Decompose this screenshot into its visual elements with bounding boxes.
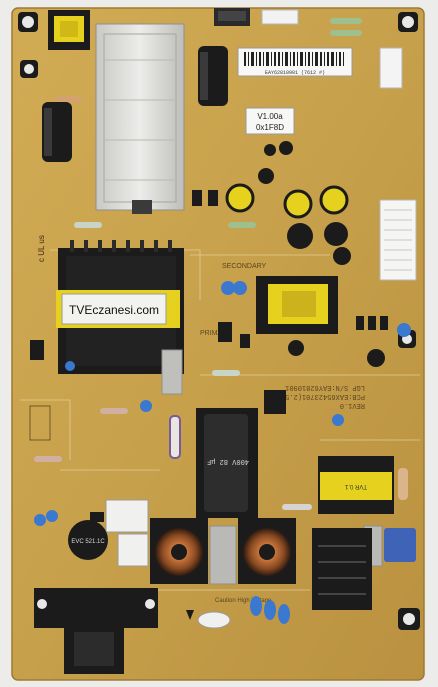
silk-revision: REV1.0: [340, 401, 365, 409]
secondary-transformer: [256, 276, 338, 334]
silk-caution: Caution High Voltage: [215, 598, 272, 604]
resistors: [34, 18, 408, 510]
top-connectors: [214, 8, 417, 281]
ceramic-capacitors: [34, 281, 416, 624]
serial-barcode-sticker: EAY62810901 (7612 #): [237, 47, 353, 77]
firmware-sticker: V1.00a 0x1F8D: [245, 107, 295, 135]
mounting-holes: [18, 12, 420, 630]
bridge-rectifier: [312, 528, 372, 610]
polarity-arrow: [186, 610, 231, 629]
transformer-label: TVR 0.1: [344, 483, 367, 489]
silk-secondary: SECONDARY: [222, 263, 267, 270]
svg-text:c UL us: c UL us: [37, 235, 46, 262]
x-capacitor: EVC 521.1C: [68, 520, 108, 560]
silk-primary: PRIMARY: [200, 330, 232, 337]
film-capacitors: [105, 349, 383, 585]
bulk-capacitor: 400V 82 μF: [196, 408, 258, 518]
silk-pcb-info: REV1.0 PCB:EAX65423701(2.5) LGP S/N:EAY6…: [281, 383, 365, 409]
silk-pcb-number: PCB:EAX65423701(2.5): [281, 392, 365, 400]
firmware-checksum: 0x1F8D: [256, 123, 284, 132]
ac-inlet-connector: [34, 588, 158, 674]
common-mode-chokes: [150, 518, 296, 584]
primary-heatsink: [95, 23, 185, 214]
certification-marks: c UL us: [29, 235, 51, 441]
electrolytic-capacitors: [42, 46, 385, 367]
llc-transformer: TVR 0.1: [318, 456, 394, 514]
silk-lg-pn: LGP S/N:EAY62810901: [285, 383, 365, 391]
firmware-version: V1.00a: [257, 112, 283, 121]
bulk-capacitor-label: 400V 82 μF: [207, 457, 249, 465]
standby-transformer: [48, 10, 90, 50]
watermark-text: TVEczanesi.com: [69, 303, 159, 317]
serial-barcode-text: EAY62810901 (7612 #): [265, 70, 325, 76]
watermark-badge: TVEczanesi.com: [61, 293, 167, 325]
film-capacitor-label: EVC 521.1C: [71, 539, 105, 545]
ics: [30, 322, 250, 522]
